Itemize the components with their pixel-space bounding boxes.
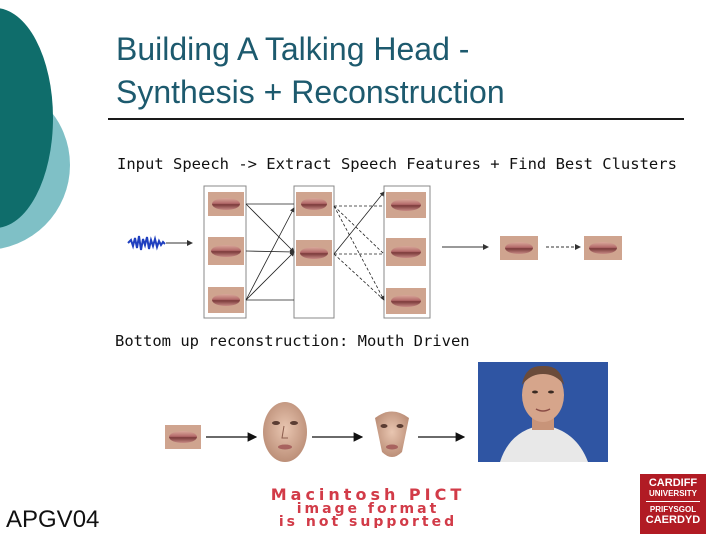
logo-divider: [646, 501, 700, 502]
logo-line-4: CAERDYD: [645, 514, 701, 526]
mouth-thumbnail: [296, 192, 332, 216]
caption-bottom: Bottom up reconstruction: Mouth Driven: [115, 332, 470, 350]
mouth-thumbnail: [208, 192, 244, 216]
talking-head-photo: [478, 362, 608, 462]
cardiff-university-logo: CARDIFF UNIVERSITY PRIFYSGOL CAERDYD: [640, 474, 706, 534]
cluster-connections: [245, 191, 385, 301]
mouth-thumbnail: [386, 192, 426, 218]
unsupported-image-placeholder: Macintosh PICT image format is not suppo…: [271, 486, 466, 528]
mouth-thumbnail: [386, 238, 426, 266]
mouth-thumbnail: [500, 236, 538, 260]
slide-title: Building A Talking Head - Synthesis + Re…: [116, 28, 706, 114]
title-line-1: Building A Talking Head -: [116, 31, 470, 67]
mouth-thumbnail: [208, 287, 244, 313]
speech-waveform: [127, 235, 193, 251]
mouth-thumbnail: [165, 425, 201, 449]
column-frame-1: [203, 185, 247, 319]
decorative-circles: [0, 8, 70, 249]
mouth-thumbnail: [296, 240, 332, 266]
placeholder-text-1: Macintosh PICT: [271, 486, 466, 504]
column-frame-3: [383, 185, 431, 319]
face-texture-1: [263, 402, 307, 462]
logo-line-2: UNIVERSITY: [648, 489, 697, 498]
title-line-2: Synthesis + Reconstruction: [116, 74, 505, 110]
title-divider: [108, 118, 684, 120]
placeholder-text-2: image format: [297, 501, 440, 517]
mouth-thumbnail: [584, 236, 622, 260]
logo-line-1: CARDIFF: [648, 477, 698, 489]
dark-teal-circle: [0, 8, 53, 228]
footer-label: APGV04: [6, 506, 100, 533]
mouth-thumbnail: [386, 288, 426, 314]
mouth-thumbnail: [208, 237, 244, 265]
face-texture-2: [375, 411, 409, 457]
placeholder-text-3: is not supported: [279, 514, 457, 528]
logo-line-3: PRIFYSGOL: [649, 505, 697, 514]
caption-top: Input Speech -> Extract Speech Features …: [117, 155, 677, 173]
